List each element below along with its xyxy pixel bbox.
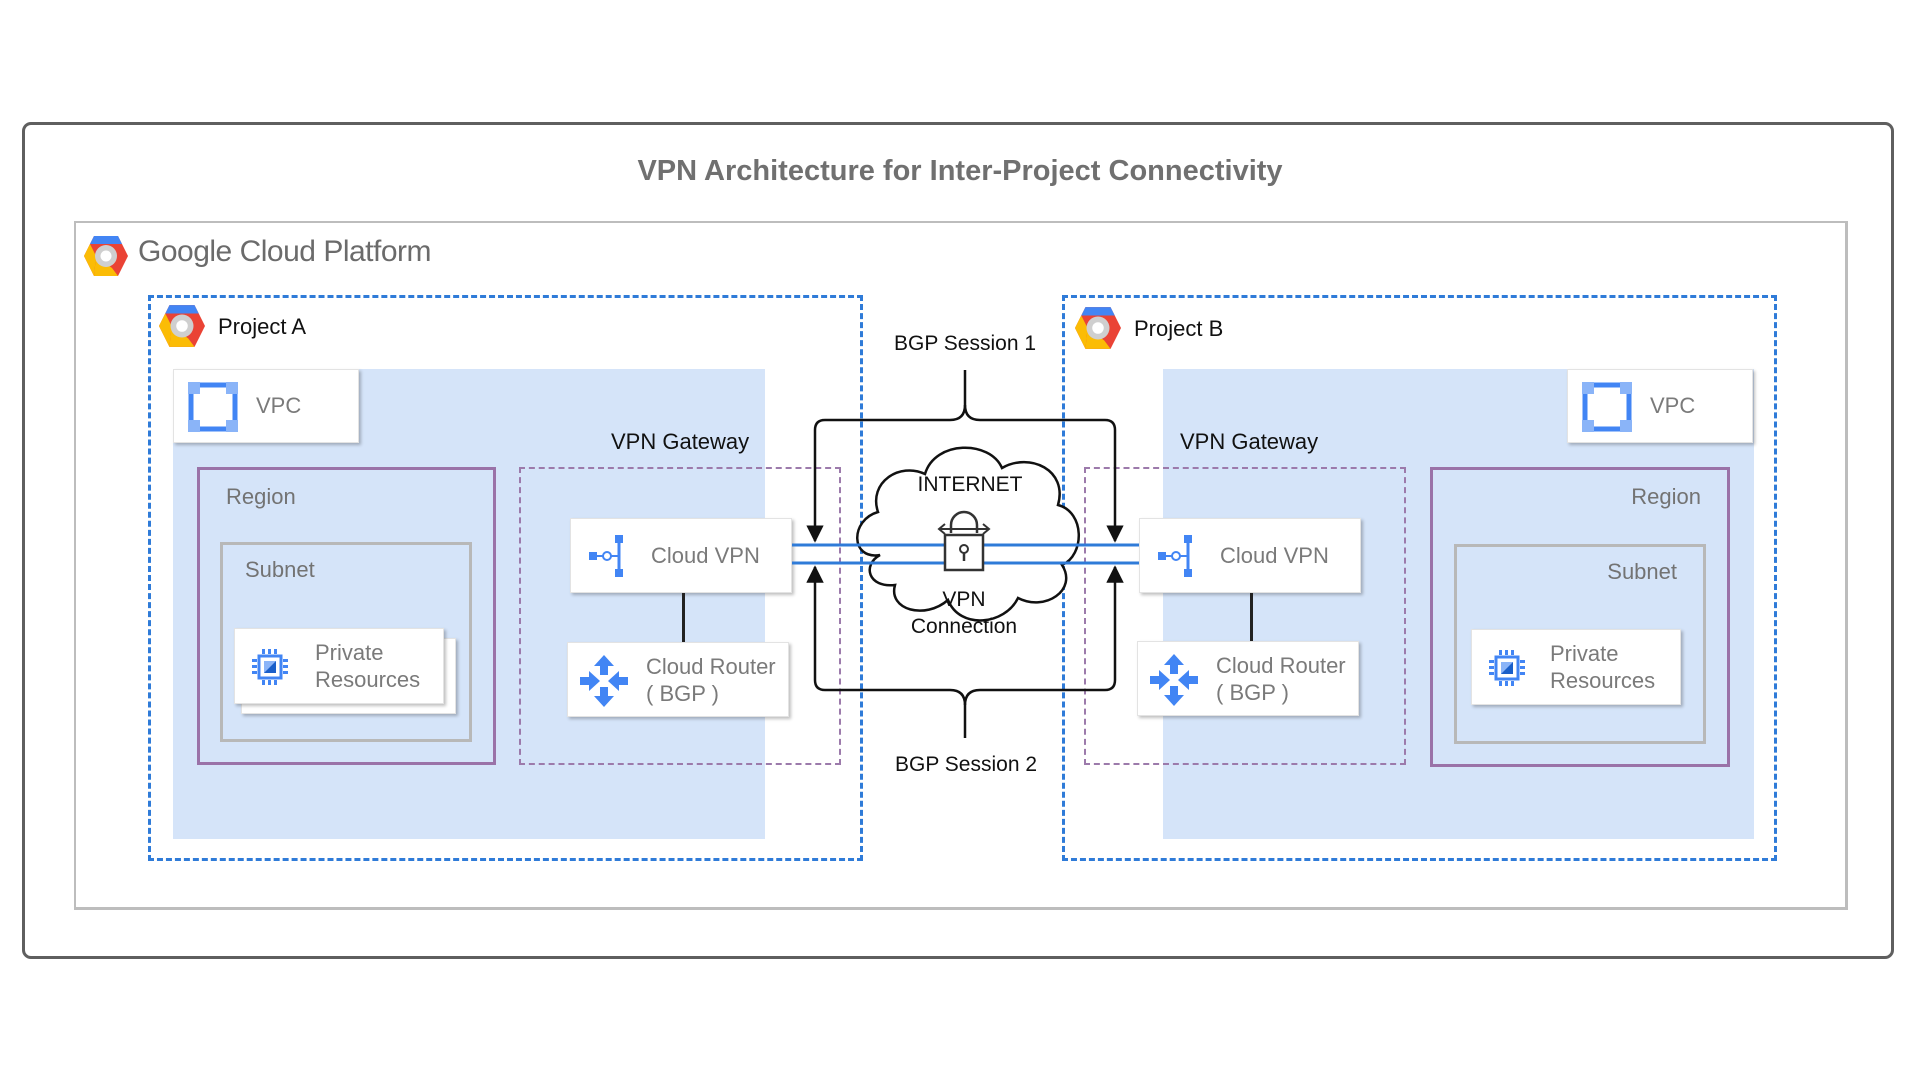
project-b-private-resources-card[interactable]: Private Resources — [1471, 629, 1681, 705]
diagram-title: VPN Architecture for Inter-Project Conne… — [637, 155, 1283, 187]
project-b-vpc-area — [1163, 369, 1754, 839]
gcp-title-rest: Cloud Platform — [239, 235, 432, 268]
router-label-line2: ( BGP ) — [646, 681, 719, 706]
gcp-platform-title: Google Cloud Platform — [138, 235, 432, 269]
project-a-vpn-gateway — [519, 467, 841, 765]
cloud-vpn-icon — [1158, 535, 1192, 577]
router-label-line1: Cloud Router — [646, 654, 776, 679]
project-b-subnet: Subnet — [1454, 544, 1706, 744]
internet-label: INTERNET — [917, 473, 1023, 496]
resource-label-line2: Resources — [315, 667, 421, 692]
project-a-cloud-vpn-card[interactable]: Cloud VPN — [570, 518, 792, 593]
project-a-gateway-label: VPN Gateway — [611, 429, 750, 454]
vpn-connection-line2: Connection — [910, 615, 1018, 638]
project-a-subnet-label: Subnet — [245, 557, 315, 582]
gcp-title-google: Google — [138, 235, 232, 268]
project-b-gateway-label: VPN Gateway — [1180, 429, 1319, 454]
cloud-router-icon — [1150, 654, 1198, 706]
bgp-session-2-label: BGP Session 2 — [894, 753, 1038, 776]
gcp-logo-icon — [84, 236, 128, 276]
project-b-cloud-vpn-label: Cloud VPN — [1220, 543, 1329, 568]
project-b-resource-label: Private Resources — [1550, 640, 1655, 694]
project-a-vpn-router-link — [682, 593, 685, 643]
gcp-container — [74, 221, 1848, 910]
bgp-session-1-label: BGP Session 1 — [893, 332, 1037, 355]
project-a-label: Project A — [218, 314, 307, 339]
project-b-region: Region Subnet — [1430, 467, 1730, 767]
cloud-router-icon — [580, 655, 628, 707]
project-b-vpn-router-link — [1250, 593, 1253, 643]
compute-chip-icon — [1489, 650, 1525, 686]
vpn-connection-line1: VPN — [942, 588, 986, 611]
router-label-line1: Cloud Router — [1216, 653, 1346, 678]
project-b-vpn-gateway — [1084, 467, 1406, 765]
project-b-logo-icon — [1075, 307, 1121, 349]
project-a-subnet: Subnet — [220, 542, 472, 742]
cloud-vpn-icon — [589, 535, 623, 577]
vpn-connection-label: VPN Connection — [864, 586, 1064, 640]
compute-chip-icon — [252, 649, 288, 685]
project-b-region-label: Region — [1631, 484, 1701, 509]
diagram-frame — [22, 122, 1894, 959]
project-a-vpc-card[interactable]: VPC — [173, 369, 359, 443]
project-a-region: Region Subnet — [197, 467, 496, 765]
project-a-cloud-router-card[interactable]: Cloud Router ( BGP ) — [567, 642, 789, 717]
project-a-logo-icon — [159, 305, 205, 347]
project-a-vpc-label: VPC — [256, 393, 302, 418]
resource-label-line1: Private — [315, 640, 384, 665]
resource-label-line1: Private — [1550, 641, 1619, 666]
project-a-private-resources-card[interactable]: Private Resources — [234, 628, 444, 704]
project-b-cloud-router-card[interactable]: Cloud Router ( BGP ) — [1137, 641, 1359, 716]
router-label-line2: ( BGP ) — [1216, 680, 1289, 705]
project-a-router-label: Cloud Router ( BGP ) — [646, 653, 776, 707]
project-b-vpc-card[interactable]: VPC — [1567, 369, 1753, 443]
project-a-region-label: Region — [226, 484, 296, 509]
project-b-vpc-label: VPC — [1650, 393, 1696, 418]
project-b-router-label: Cloud Router ( BGP ) — [1216, 652, 1346, 706]
vpc-icon — [1582, 382, 1632, 432]
project-b-cloud-vpn-card[interactable]: Cloud VPN — [1139, 518, 1361, 593]
resource-label-line2: Resources — [1550, 668, 1656, 693]
project-b-subnet-label: Subnet — [1607, 559, 1677, 584]
vpc-icon — [188, 382, 238, 432]
project-b-label: Project B — [1134, 316, 1224, 341]
project-a-cloud-vpn-label: Cloud VPN — [651, 543, 760, 568]
project-a-resource-label: Private Resources — [315, 639, 420, 693]
